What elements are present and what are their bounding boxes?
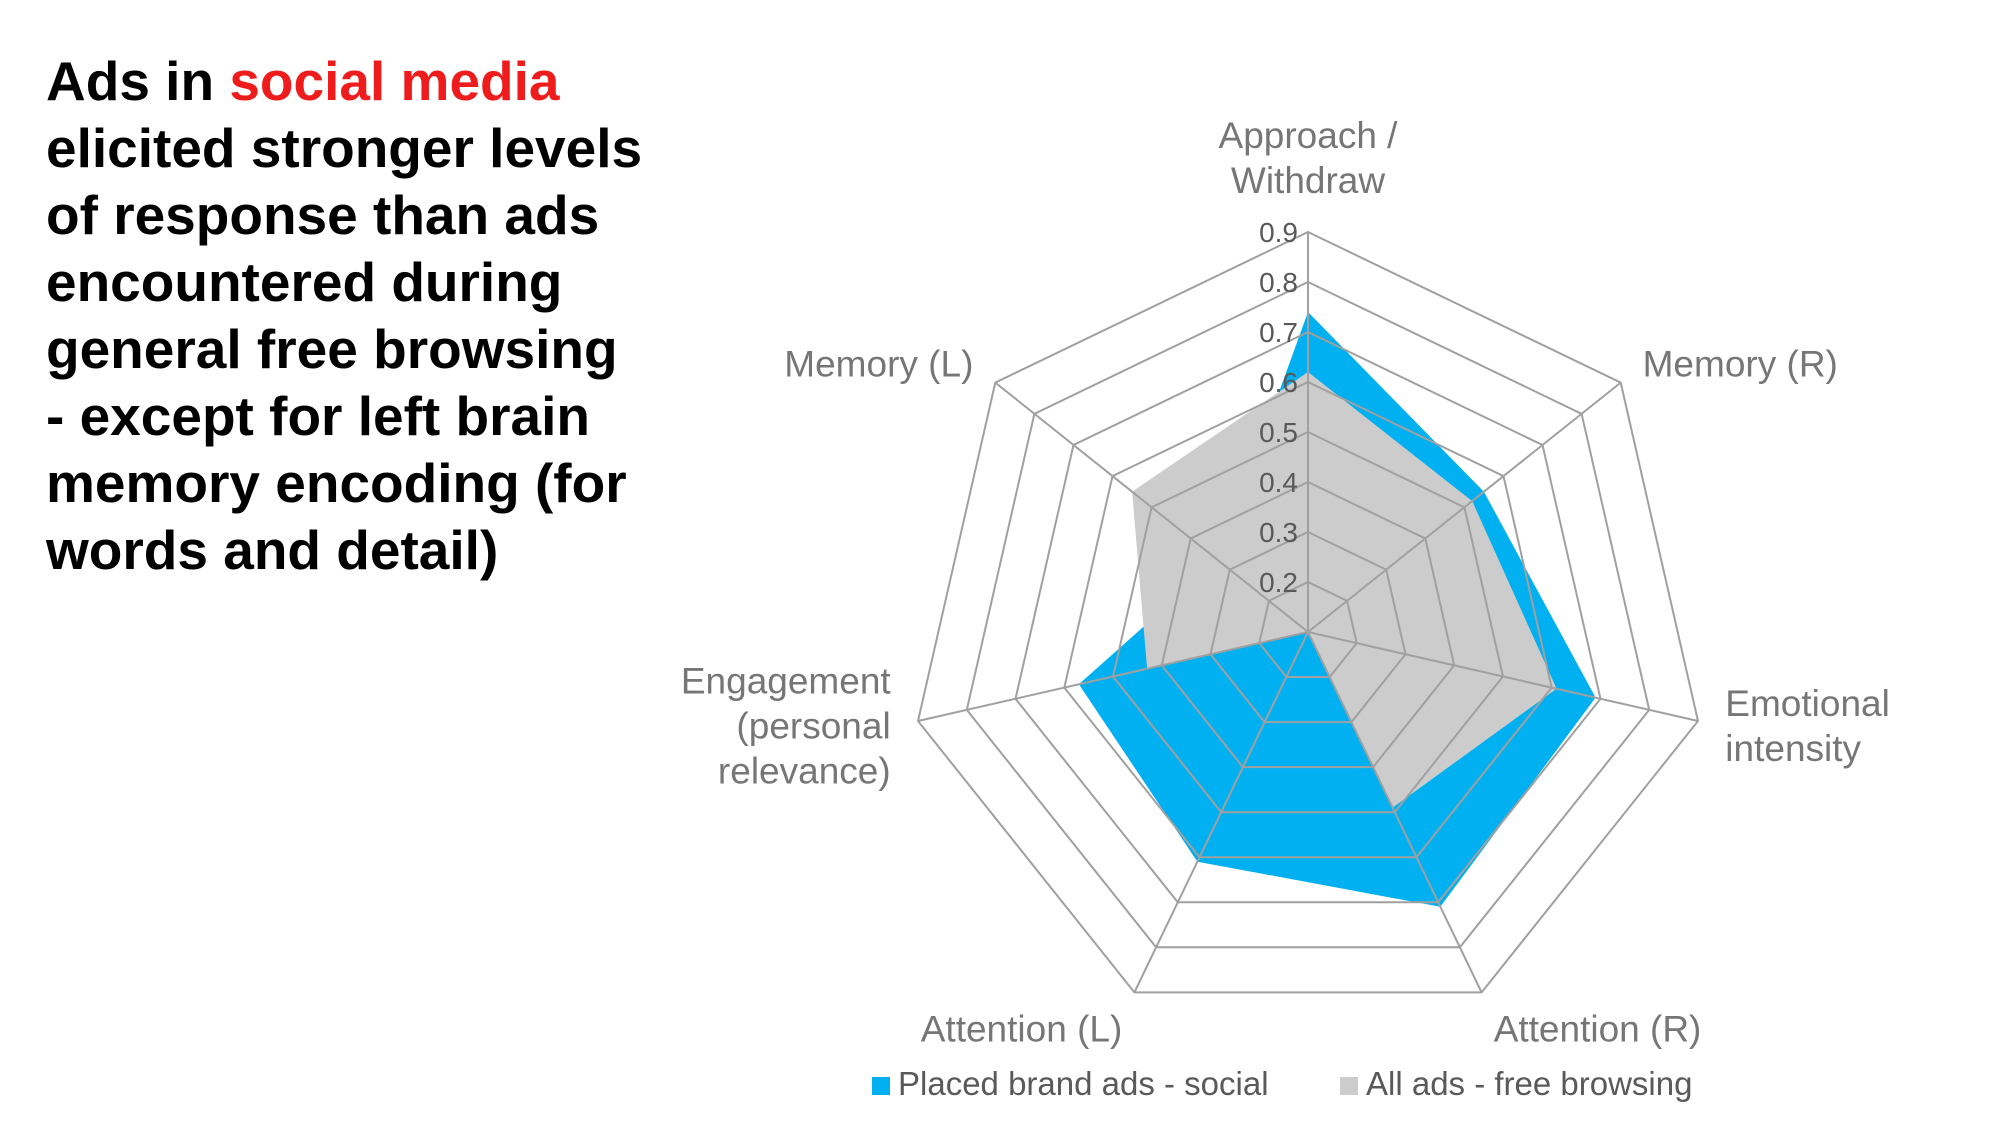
grid-ring-0-7	[1014, 330, 1602, 904]
axis-label-approach-withdraw: Approach /Withdraw	[1219, 115, 1399, 201]
tick-label: 0.2	[1259, 567, 1298, 598]
tick-layer: 0.2 0.3 0.4 0.5 0.6 0.7 0.8 0.9	[1259, 217, 1298, 598]
headline-part-1: Ads in	[46, 50, 230, 112]
tick-label: 0.4	[1259, 467, 1298, 498]
grid-ring-0-3	[1209, 530, 1407, 724]
axis-spoke-memory-r	[1307, 381, 1622, 633]
legend-swatch-all-ads-free-browsing	[1340, 1077, 1358, 1095]
grid-layer	[916, 230, 1700, 994]
headline: Ads in social media elicited stronger le…	[46, 48, 646, 584]
tick-label: 0.3	[1259, 517, 1298, 548]
axis-spoke-engagement-personal-relevance	[917, 631, 1309, 722]
legend-label-all-ads-free-browsing: All ads - free browsing	[1366, 1065, 1692, 1102]
headline-part-2: elicited stronger levels of response tha…	[46, 117, 643, 581]
tick-label: 0.5	[1259, 417, 1298, 448]
grid-ring-0-2	[1258, 580, 1358, 678]
axis-spoke-memory-l	[994, 381, 1309, 633]
grid-ring-0-8	[965, 280, 1651, 949]
axis-spoke-attention-r	[1307, 631, 1483, 993]
legend-swatch-placed-brand-ads-social	[872, 1077, 890, 1095]
tick-label: 0.8	[1259, 267, 1298, 298]
series-area-all-ads-free-browsing	[1132, 372, 1557, 808]
axis-spoke-attention-l	[1133, 631, 1309, 993]
tick-label: 0.6	[1259, 367, 1298, 398]
legend-label-placed-brand-ads-social: Placed brand ads - social	[898, 1065, 1269, 1102]
grid-ring-0-9	[916, 230, 1700, 994]
axis-spoke-emotional-intensity	[1307, 631, 1699, 722]
tick-label: 0.7	[1259, 317, 1298, 348]
legend: Placed brand ads - social All ads - free …	[872, 1065, 1692, 1102]
grid-ring-0-4	[1160, 480, 1456, 769]
grid-ring-0-5	[1111, 430, 1505, 814]
tick-label: 0.9	[1259, 217, 1298, 248]
axis-label-attention-r: Attention (R)	[1494, 1009, 1702, 1050]
axis-label-memory-r: Memory (R)	[1643, 344, 1838, 385]
headline-highlight: social media	[229, 50, 560, 112]
grid-ring-0-6	[1063, 380, 1553, 859]
axis-label-memory-l: Memory (L)	[784, 344, 973, 385]
axis-label-attention-l: Attention (L)	[921, 1009, 1123, 1050]
